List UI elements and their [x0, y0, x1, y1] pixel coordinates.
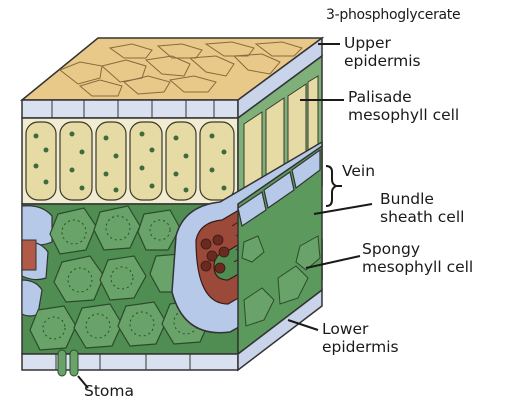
label-upper-epidermis-line2: epidermis	[344, 52, 421, 70]
label-spongy: Spongy mesophyll cell	[362, 240, 473, 276]
label-upper-epidermis-line1: Upper	[344, 34, 421, 52]
upper-epidermis-front	[22, 100, 238, 118]
label-bundle-sheath: Bundle sheath cell	[380, 190, 464, 226]
label-vein: Vein	[342, 162, 375, 180]
label-palisade: Palisade mesophyll cell	[348, 88, 459, 124]
label-spongy-line2: mesophyll cell	[362, 258, 473, 276]
label-palisade-line1: Palisade	[348, 88, 459, 106]
label-stoma: Stoma	[84, 382, 134, 400]
label-lower-epidermis-line2: epidermis	[322, 338, 399, 356]
label-bundle-sheath-line2: sheath cell	[380, 208, 464, 226]
label-bundle-sheath-line1: Bundle	[380, 190, 464, 208]
lower-epidermis-front	[22, 354, 238, 370]
label-lower-epidermis-line1: Lower	[322, 320, 399, 338]
label-lower-epidermis: Lower epidermis	[322, 320, 399, 356]
caption-3-phosphoglycerate: 3-phosphoglycerate	[326, 6, 460, 24]
label-spongy-line1: Spongy	[362, 240, 473, 258]
left-vein-xylem	[22, 240, 36, 270]
label-palisade-line2: mesophyll cell	[348, 106, 459, 124]
label-upper-epidermis: Upper epidermis	[344, 34, 421, 70]
